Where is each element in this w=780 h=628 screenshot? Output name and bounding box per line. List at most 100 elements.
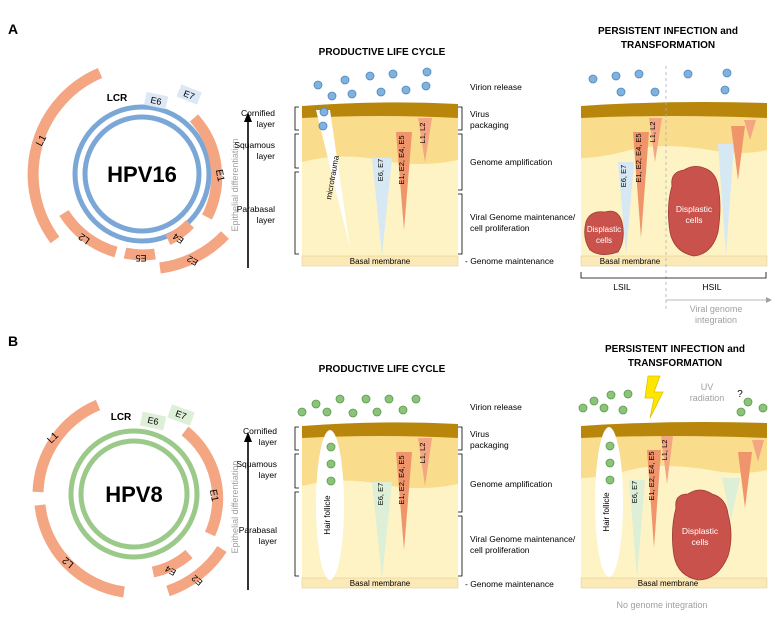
virion [326, 459, 336, 469]
parabasal-label-b-1: Parabasal [239, 525, 277, 535]
productive-epithelium-b: Basal membrane Hair follicle E6, E7 E1, … [297, 394, 459, 589]
persistent-epithelium-a: Basal membrane E6, E7 E1, E2, E4, E5 L1,… [580, 66, 768, 310]
virion [401, 85, 411, 95]
virion [361, 394, 371, 404]
gene-e6-rect [143, 91, 169, 110]
stage-bracket-packaging-b [458, 426, 463, 451]
persistent-title-b-1: PERSISTENT INFECTION and [605, 344, 745, 355]
stage-bracket-amplification-b [458, 453, 463, 513]
virion [348, 408, 358, 418]
wedge-mid-b [396, 452, 412, 550]
stage-packaging-a-2: packaging [470, 120, 509, 130]
gene-e1-label: E1 [213, 169, 226, 183]
no-integration-label: No genome integration [616, 600, 707, 610]
wedge-late-pa-hsil [744, 120, 756, 140]
lesion-bracket-a [580, 272, 767, 279]
parabasal-label-a-2: layer [257, 215, 276, 225]
virion [311, 399, 321, 409]
basal-label-a: Basal membrane [350, 257, 411, 266]
cornified-label-a-2: layer [257, 119, 276, 129]
wedge-late-pb-2 [752, 440, 764, 462]
gene-lcr-label: LCR [107, 93, 128, 104]
gene-e6-label-b: E6 [147, 415, 160, 427]
gene-e1-label-b: E1 [207, 489, 220, 503]
basal-membrane-a [301, 255, 459, 267]
wedge-early-pb [629, 480, 645, 578]
gene-e2-arc [159, 231, 229, 274]
basal-label-pa: Basal membrane [600, 257, 661, 266]
stage-bracket-amplification-a [458, 133, 463, 191]
stage-amplification-a: Genome amplification [470, 157, 552, 167]
stage-prolif-a-2: cell proliferation [470, 223, 530, 233]
virion [720, 85, 730, 95]
hpv8-inner-ring [78, 438, 190, 550]
hair-follicle-b [316, 430, 344, 580]
gene-l1-arc-b [32, 399, 101, 493]
wedge-late-b [418, 438, 432, 486]
microtrauma-wound [316, 110, 350, 248]
cornified-label-b-1: Cornified [243, 426, 277, 436]
virions-productive-b [297, 394, 421, 486]
panel-a-letter: A [8, 21, 18, 37]
wedge-late-pa [649, 118, 662, 162]
wedge-late-label-b: L1, L2 [418, 443, 427, 464]
virion [327, 91, 337, 101]
hpv16-outer-ring [72, 104, 212, 244]
hpv16-genome-map: HPV16 L1 E1 L2 E5 E4 E2 LCR E6 E7 [27, 67, 229, 274]
dysplastic-lsil-label-1: Displastic [587, 225, 621, 234]
stage-packaging-b-1: Virus [470, 429, 489, 439]
cornified-layer-b [302, 422, 458, 438]
parabasal-label-b-2: layer [259, 536, 278, 546]
virion [365, 71, 375, 81]
virion [683, 69, 693, 79]
virions-persistent-b [578, 389, 768, 485]
cornified-layer-pa [581, 102, 767, 118]
basal-membrane-pb [580, 577, 768, 589]
wedge-early-pa [618, 162, 634, 255]
basal-label-b: Basal membrane [350, 579, 411, 588]
wedge-early-label-b: E6, E7 [376, 483, 385, 506]
virion [297, 407, 307, 417]
differentiation-arrowhead-b [244, 432, 252, 442]
virion [650, 87, 660, 97]
virion [589, 396, 599, 406]
stage-bracket-maintenance-a [458, 193, 463, 255]
wedge-early-a [372, 158, 392, 255]
parabasal-label-a-1: Parabasal [237, 204, 275, 214]
wedge-mid-a [396, 132, 412, 230]
bracket-squamous-b [294, 453, 299, 489]
stage-amplification-b: Genome amplification [470, 479, 552, 489]
persistent-title-a-1: PERSISTENT INFECTION and [598, 26, 738, 37]
wedge-mid-label-a: E1, E2, E4, E5 [397, 135, 406, 184]
wedge-late-pb [661, 436, 673, 484]
stage-virion-b: Virion release [470, 402, 522, 412]
hair-follicle-label-pb: Hair follicle [602, 492, 611, 532]
gene-e5-arc [123, 247, 156, 261]
virion [422, 67, 432, 77]
hpv8-genome-map: HPV8 L1 L2 E1 E4 E2 LCR E6 E7 [32, 399, 227, 598]
gene-e7-rect-b [167, 404, 195, 426]
wedge-early-pb-2 [722, 478, 740, 520]
gene-e1-arc [189, 114, 223, 220]
integration-label-2: integration [695, 315, 737, 325]
uv-bolt-icon [644, 375, 664, 419]
gene-e4-arc-b [151, 549, 193, 578]
virion [618, 405, 628, 415]
stage-bracket-packaging-a [458, 106, 463, 131]
hsil-label: HSIL [703, 282, 722, 292]
gene-e4-label-b: E4 [163, 564, 178, 578]
gene-l1-label: L1 [34, 133, 49, 148]
virion [743, 397, 753, 407]
virion [347, 89, 357, 99]
wedge-early-label-pb: E6, E7 [630, 481, 639, 504]
gene-e6-label: E6 [150, 95, 163, 107]
dysplastic-hsil-label-2: cells [685, 215, 702, 225]
uncertain-question-mark: ? [737, 389, 743, 400]
gene-e5-label: E5 [135, 253, 146, 263]
panel-b-letter: B [8, 333, 18, 349]
virion [411, 394, 421, 404]
virion [722, 68, 732, 78]
virions-productive-a [313, 67, 432, 131]
dysplastic-pb-label-1: Displastic [682, 526, 719, 536]
